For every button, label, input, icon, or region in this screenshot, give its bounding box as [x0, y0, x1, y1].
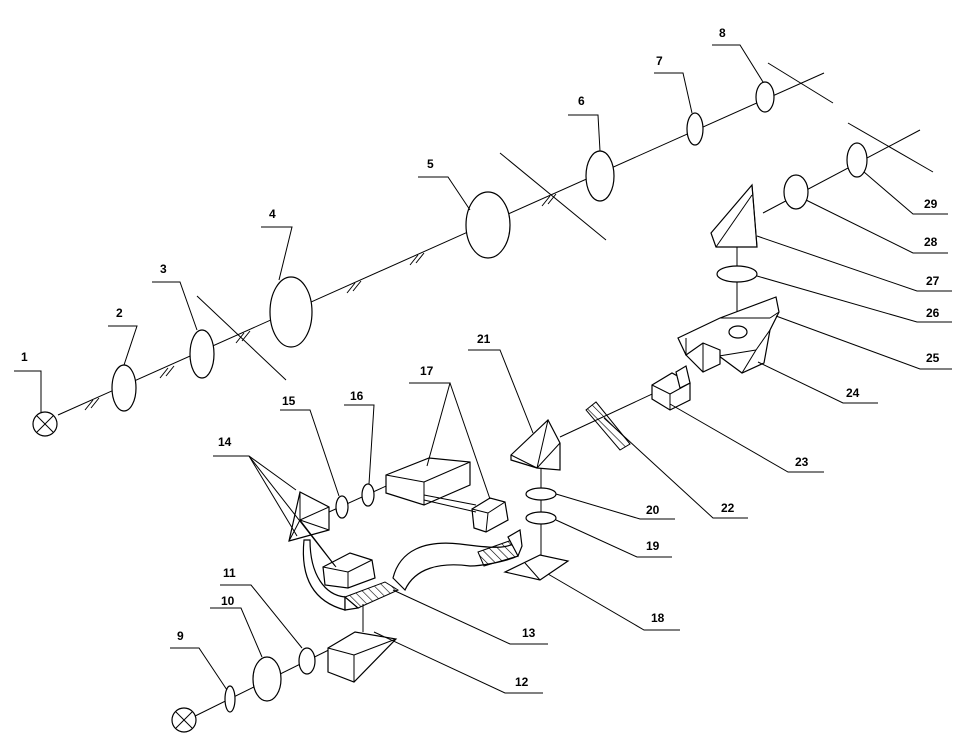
prism-18 [503, 554, 570, 581]
light-source-9 [171, 707, 197, 733]
plate-22 [585, 401, 631, 451]
label-16: 16 [350, 389, 364, 403]
prism-27 [710, 183, 758, 248]
mount-13 [302, 529, 523, 611]
light-source-1 [32, 411, 58, 437]
label-14: 14 [218, 435, 232, 449]
label-20: 20 [646, 503, 660, 517]
lens-11 [298, 647, 316, 675]
plane-marker [847, 122, 934, 173]
label-29: 29 [924, 197, 938, 211]
label-4: 4 [269, 207, 276, 221]
block-24 [685, 342, 721, 373]
lens-10 [252, 656, 282, 702]
leader-lines [14, 44, 952, 694]
label-11: 11 [223, 566, 236, 580]
middle-branch [503, 365, 691, 581]
prism-21 [510, 419, 561, 471]
lens-4 [269, 276, 313, 348]
lens-29 [846, 142, 868, 178]
lens-7 [686, 112, 704, 146]
block-17b [471, 497, 509, 533]
right-branch [677, 122, 934, 374]
plane-marker [499, 152, 607, 241]
upper-optical-axis [32, 62, 834, 437]
lens-6 [585, 150, 615, 202]
plane-marker [196, 295, 287, 381]
label-13: 13 [522, 626, 536, 640]
block-17 [385, 457, 471, 506]
label-23: 23 [795, 455, 809, 469]
prism-12 [327, 631, 398, 683]
label-21: 21 [477, 332, 491, 346]
label-2: 2 [116, 306, 123, 320]
label-22: 22 [721, 501, 735, 515]
label-7: 7 [656, 54, 663, 68]
label-25: 25 [926, 351, 940, 365]
lens-15 [335, 495, 349, 519]
label-12: 12 [515, 675, 529, 689]
lens-19 [525, 511, 557, 525]
lens-9 [224, 685, 236, 713]
label-10: 10 [221, 594, 235, 608]
lens-8 [755, 81, 775, 113]
lens-20 [525, 487, 557, 501]
label-17: 17 [420, 364, 434, 378]
label-26: 26 [926, 306, 940, 320]
lens-28 [783, 174, 809, 210]
label-19: 19 [646, 539, 660, 553]
label-15: 15 [282, 394, 296, 408]
label-3: 3 [160, 262, 167, 276]
block-23 [651, 365, 691, 411]
label-5: 5 [427, 157, 434, 171]
lens-5 [465, 191, 511, 259]
label-24: 24 [846, 386, 860, 400]
label-6: 6 [578, 94, 585, 108]
part-labels: 1 2 3 4 5 6 7 8 9 10 11 12 13 14 15 16 1… [21, 26, 940, 689]
lens-26 [716, 265, 758, 283]
plane-marker [767, 62, 834, 104]
lens-2 [111, 364, 137, 412]
lens-3 [189, 329, 215, 379]
prism-14 [288, 491, 330, 542]
lens-16 [361, 483, 375, 507]
label-28: 28 [924, 235, 938, 249]
label-9: 9 [177, 629, 184, 643]
label-18: 18 [651, 611, 665, 625]
label-27: 27 [926, 274, 940, 288]
label-1: 1 [21, 350, 28, 364]
block-14b [322, 552, 376, 589]
axis-break-marks [84, 193, 557, 411]
label-8: 8 [719, 26, 726, 40]
